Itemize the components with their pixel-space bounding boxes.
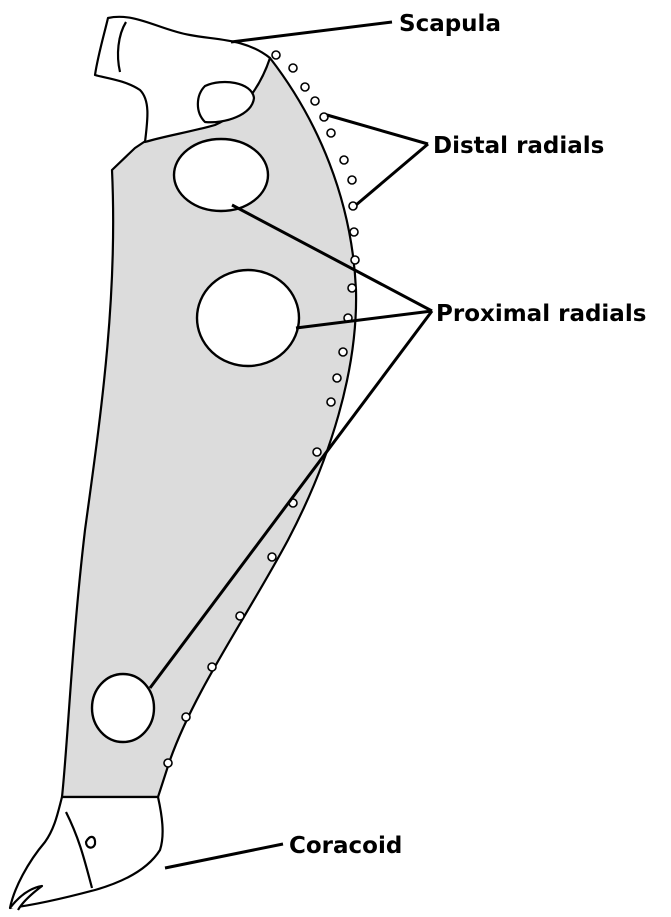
distal-radial (327, 129, 335, 137)
distal-radial (340, 156, 348, 164)
distal-radials-leader-line-1 (327, 115, 428, 144)
distal-radial (182, 713, 190, 721)
distal-radial (301, 83, 309, 91)
distal-radial (351, 256, 359, 264)
distal-radial (208, 663, 216, 671)
coracoid-foramen-small (86, 837, 95, 848)
distal-radials-label: Distal radials (433, 133, 604, 159)
proximal-radial-foramen-1 (174, 139, 268, 211)
distal-radial (236, 612, 244, 620)
coracoid-label: Coracoid (289, 833, 402, 859)
distal-radial (349, 202, 357, 210)
distal-radial (320, 113, 328, 121)
proximal-radial-foramen-2 (197, 270, 299, 366)
distal-radial (311, 97, 319, 105)
proximal-radials-label: Proximal radials (436, 301, 646, 327)
distal-radial (313, 448, 321, 456)
proximal-radial-foramen-3 (92, 674, 154, 742)
distal-radial (289, 64, 297, 72)
distal-radial (164, 759, 172, 767)
distal-radial (348, 284, 356, 292)
scapula-leader-line (231, 22, 392, 42)
distal-radial (327, 398, 335, 406)
distal-radials-leader-line-2 (356, 144, 428, 205)
coracoid-leader-line (165, 844, 283, 868)
scapula-label: Scapula (399, 11, 501, 37)
distal-radial (268, 553, 276, 561)
distal-radial (339, 348, 347, 356)
distal-radial (272, 51, 280, 59)
distal-radial (348, 176, 356, 184)
distal-radial (350, 228, 358, 236)
distal-radial (333, 374, 341, 382)
